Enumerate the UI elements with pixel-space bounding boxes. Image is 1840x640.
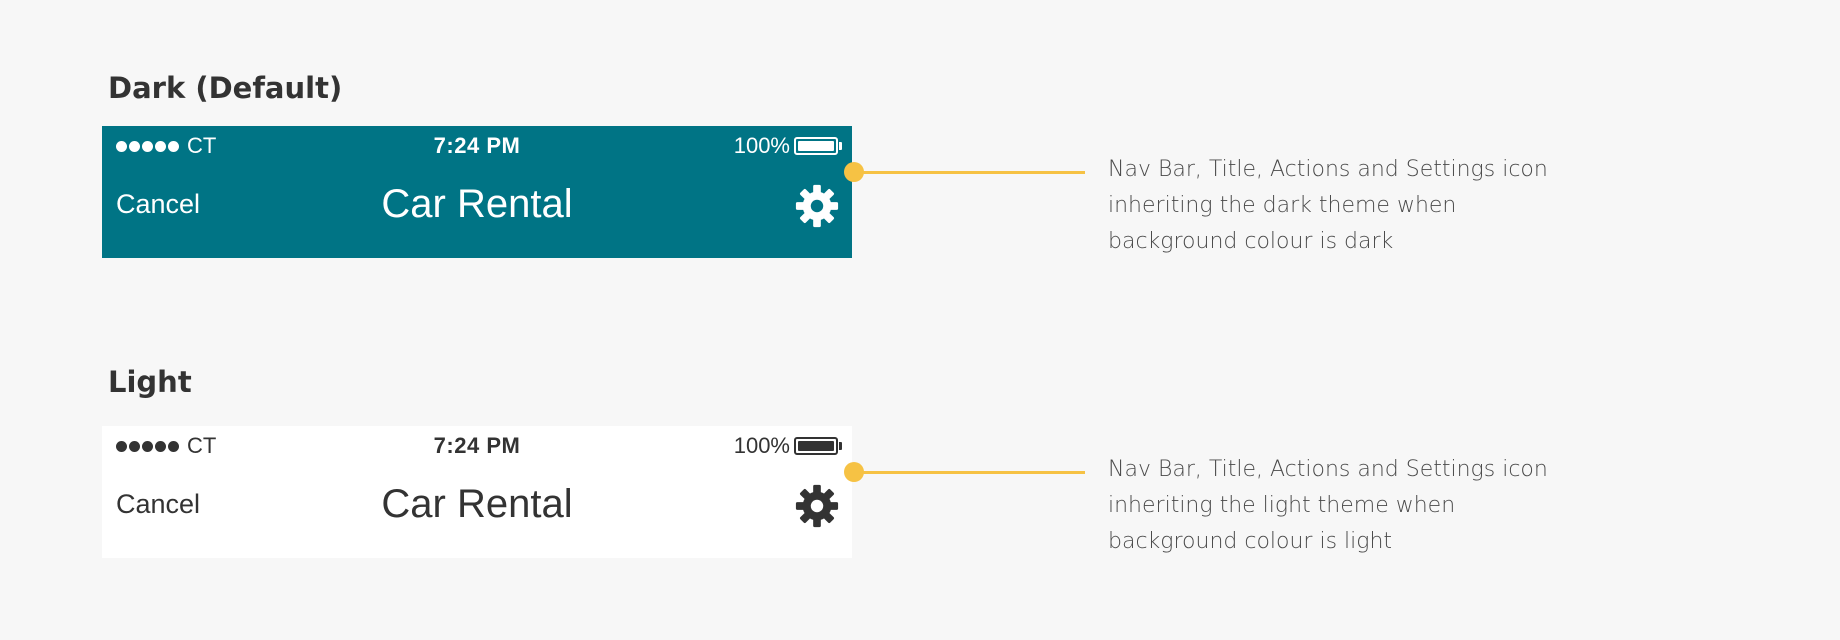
signal-indicator: CT xyxy=(116,433,217,458)
status-time: 7:24 PM xyxy=(433,433,521,458)
callout-marker-light xyxy=(844,462,864,482)
gear-icon xyxy=(795,484,839,528)
section-heading-light: Light xyxy=(108,365,192,399)
cancel-button[interactable]: Cancel xyxy=(116,489,201,519)
nav-row: Cancel Car Rental xyxy=(102,466,852,558)
nav-row: Cancel Car Rental xyxy=(102,166,852,258)
battery-percent: 100% xyxy=(733,433,790,458)
carrier-name: CT xyxy=(187,133,217,158)
battery-icon xyxy=(794,137,838,155)
battery-icon xyxy=(794,437,838,455)
settings-button[interactable] xyxy=(794,183,840,229)
callout-marker-dark xyxy=(844,162,864,182)
nav-title: Car Rental xyxy=(381,482,573,526)
section-heading-dark: Dark (Default) xyxy=(108,71,343,105)
signal-strength-icon xyxy=(116,140,181,152)
carrier-name: CT xyxy=(187,433,217,458)
gear-icon xyxy=(795,184,839,228)
signal-strength-icon xyxy=(116,440,181,452)
battery-percent: 100% xyxy=(733,133,790,158)
battery-indicator: 100% xyxy=(733,433,842,458)
callout-text-light: Nav Bar, Title, Actions and Settings ico… xyxy=(1108,457,1548,554)
battery-indicator: 100% xyxy=(733,133,842,158)
nav-title: Car Rental xyxy=(381,182,573,226)
status-time: 7:24 PM xyxy=(433,133,521,158)
callout-line-light xyxy=(856,471,1085,474)
nav-bar-dark: CT 7:24 PM 100% Cancel Car Rental xyxy=(102,126,852,258)
cancel-button[interactable]: Cancel xyxy=(116,189,201,219)
settings-button[interactable] xyxy=(794,483,840,529)
nav-bar-light: CT 7:24 PM 100% Cancel Car Rental xyxy=(102,426,852,558)
status-bar: CT 7:24 PM 100% xyxy=(102,426,852,466)
callout-text-dark: Nav Bar, Title, Actions and Settings ico… xyxy=(1108,157,1548,254)
callout-line-dark xyxy=(856,171,1085,174)
signal-indicator: CT xyxy=(116,133,217,158)
status-bar: CT 7:24 PM 100% xyxy=(102,126,852,166)
